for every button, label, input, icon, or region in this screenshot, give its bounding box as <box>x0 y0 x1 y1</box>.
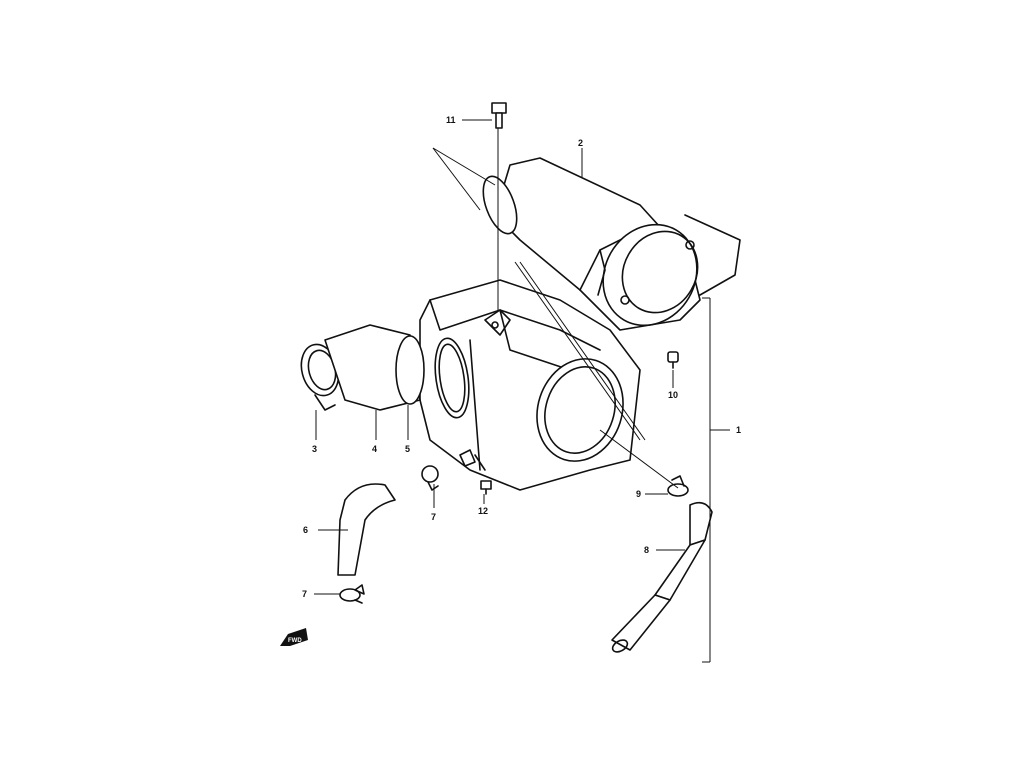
leader-lines <box>314 119 730 663</box>
callout-7-lower: 7 <box>302 589 307 599</box>
callout-labels: 1 2 3 4 5 6 7 7 8 9 10 11 12 <box>302 115 741 599</box>
callout-10: 10 <box>668 390 678 400</box>
fwd-label: FWD <box>288 638 302 644</box>
intake-duct <box>300 324 470 419</box>
hose-clamp-upper <box>421 465 439 491</box>
callout-7-upper: 7 <box>431 512 436 522</box>
callout-8: 8 <box>644 545 649 555</box>
breather-hose <box>611 501 713 653</box>
callout-9: 9 <box>636 489 641 499</box>
callout-11: 11 <box>446 115 456 125</box>
callout-4: 4 <box>372 444 377 454</box>
hose-clamp-lower <box>339 584 365 604</box>
bolt-12 <box>480 480 492 495</box>
bolt-11 <box>491 102 507 129</box>
callout-6: 6 <box>303 525 308 535</box>
drain-hose <box>337 483 396 576</box>
callout-3: 3 <box>312 444 317 454</box>
callout-12: 12 <box>478 506 488 516</box>
fwd-direction-arrow: FWD <box>280 628 308 646</box>
callout-5: 5 <box>405 444 410 454</box>
clamp-9 <box>667 475 689 497</box>
callout-2: 2 <box>578 138 583 148</box>
bolt-10 <box>667 351 679 369</box>
element-cover <box>482 157 741 331</box>
callout-1: 1 <box>736 425 741 435</box>
